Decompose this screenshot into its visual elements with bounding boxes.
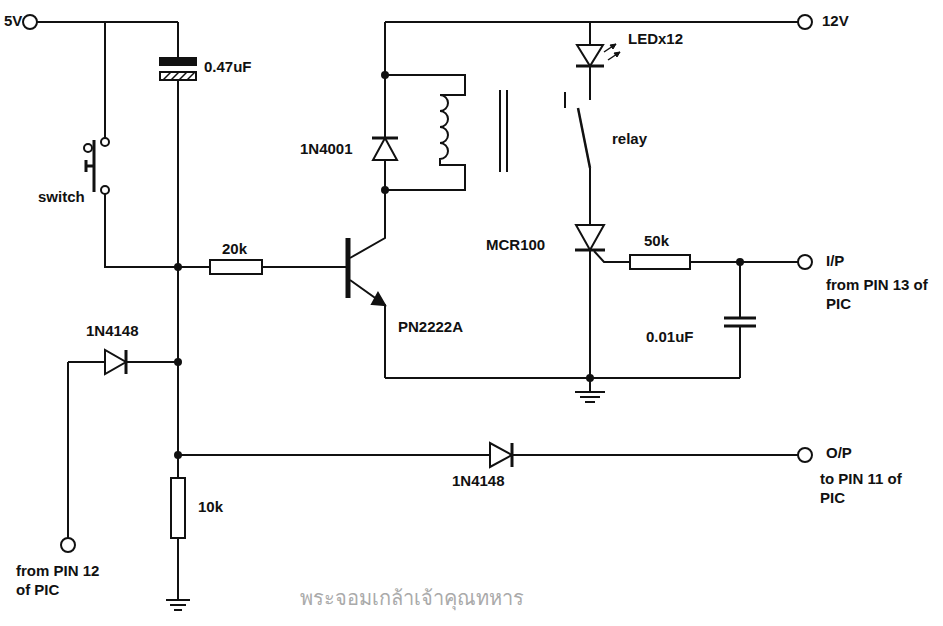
terminal [798,448,812,462]
part-value: 0.47uF [204,58,252,77]
capacitor-plate [160,58,196,65]
supply-label: 5V [4,12,22,31]
switch-contact [101,186,109,194]
part-number: PN2222A [398,318,463,337]
relay-contact [564,92,566,108]
resistor-symbol [210,260,262,274]
wire [37,22,178,538]
part-value: 20k [222,240,247,259]
terminal [798,15,812,29]
transistor-base [346,238,351,298]
junction-dot [175,452,181,458]
signal-name: O/P [826,444,852,463]
led-light-head [610,44,620,57]
capacitor-hatch [163,72,195,80]
part-number: 1N4148 [452,472,505,491]
part-number: 1N4148 [86,322,139,341]
part-value: 0.01uF [646,328,694,347]
transistor-emitter [350,280,385,378]
switch-contact [101,138,109,146]
diode-bar [372,137,398,140]
diode-symbol [373,138,397,160]
pin-note: from PIN 12 of PIC [16,562,116,600]
pin-note: to PIN 11 of PIC [820,470,930,508]
wire [68,362,178,538]
emitter-arrow [372,293,385,305]
resistor-symbol [171,478,185,538]
resistor-symbol [630,255,690,269]
wire [385,250,798,378]
relay-coil [385,75,465,190]
wire [178,454,798,456]
wire [589,168,591,225]
junction-dot [382,187,388,193]
terminal [798,255,812,269]
wire [385,22,798,210]
led-symbol [577,45,603,66]
part-name: relay [612,130,647,149]
transistor-collector [350,210,385,258]
terminal [61,538,75,552]
pin-note: from PIN 13 of PIC [826,276,936,314]
switch-mark [84,144,92,152]
watermark: พระจอมเกล้าเจ้าคุณทหาร [300,586,524,611]
ground-symbol [575,378,605,402]
terminal [23,15,37,29]
capacitor-plate [160,72,196,80]
diode-bar [125,350,128,374]
part-number: 1N4001 [300,140,353,159]
relay-core [500,90,507,172]
capacitor-symbol [724,318,756,326]
ground-symbol [166,538,190,610]
scr-symbol [576,225,604,250]
part-name: switch [38,188,85,207]
diode-symbol [490,443,512,467]
supply-label: 12V [822,12,849,31]
led-light [604,44,620,60]
part-number: MCR100 [486,236,545,255]
junction-dot [737,259,743,265]
junction-dot [175,359,181,365]
signal-name: I/P [826,252,844,271]
part-name: LEDx12 [628,30,683,49]
led-bar [576,65,604,68]
diode-symbol [105,350,126,374]
diode-bar [511,443,514,467]
junction-dot [175,264,181,270]
part-value: 50k [644,232,669,251]
part-value: 10k [198,498,223,517]
junction-dot [382,72,388,78]
relay-contact-arm [578,108,590,168]
